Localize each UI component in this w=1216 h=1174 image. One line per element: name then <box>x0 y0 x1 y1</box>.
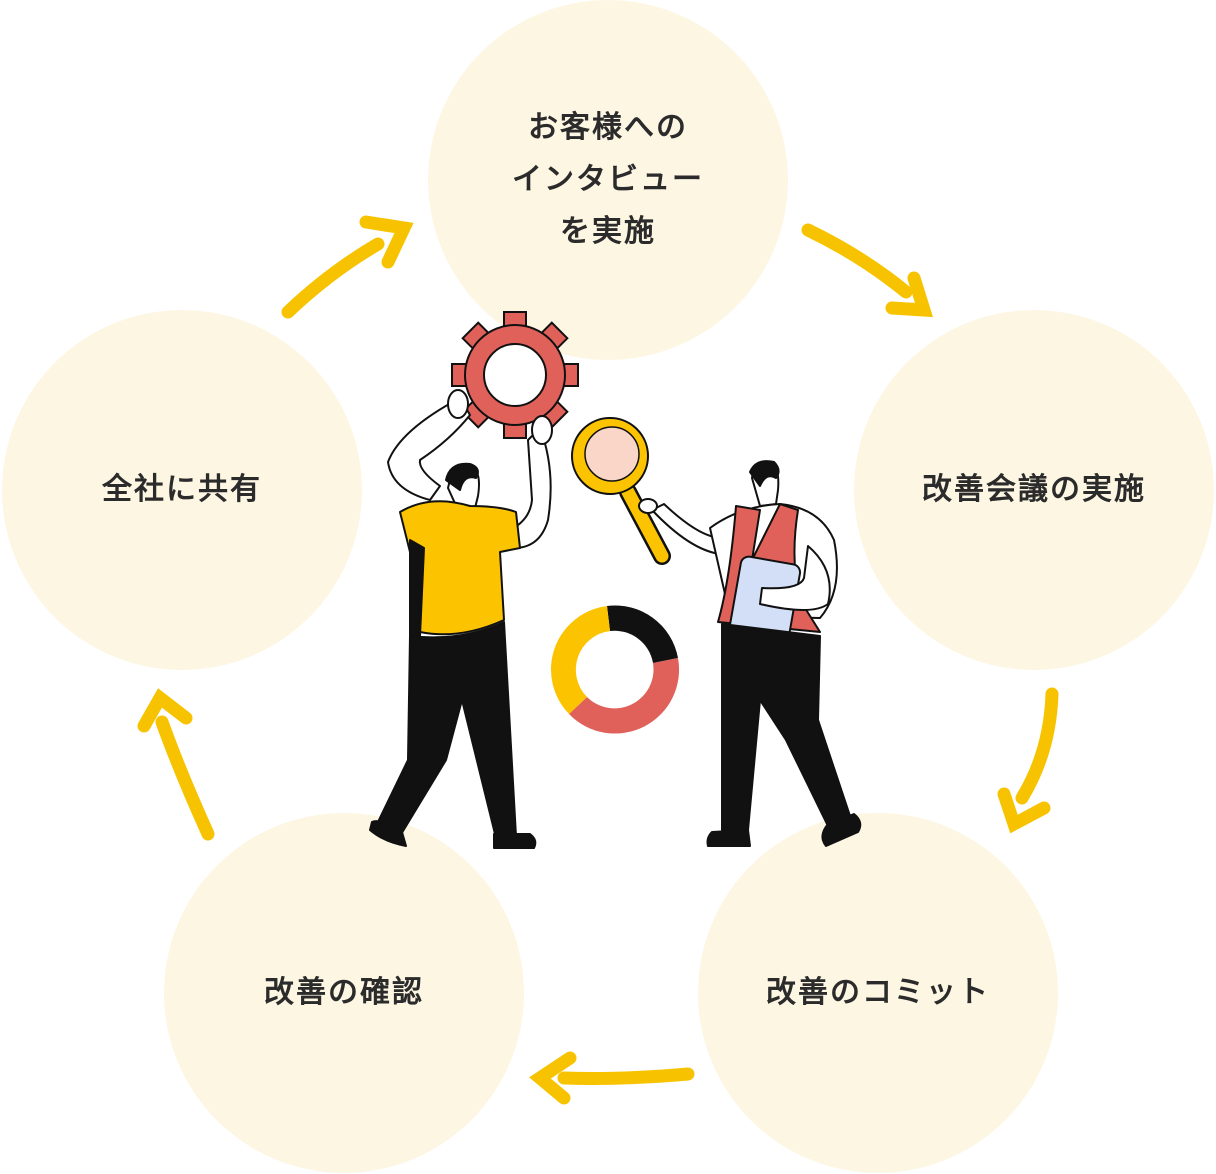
step-interview-label: お客様への インタビュー を実施 <box>512 102 704 258</box>
step-share-label: 全社に共有 <box>102 464 262 516</box>
step-confirm-line-1: 改善の確認 <box>264 975 424 1010</box>
arrow-meeting-to-commit <box>997 687 1059 834</box>
gear-icon <box>451 311 579 439</box>
arrow-interview-to-meeting <box>801 223 934 318</box>
step-confirm-label: 改善の確認 <box>264 967 424 1019</box>
step-meeting-label: 改善会議の実施 <box>922 464 1146 516</box>
step-share-circle: 全社に共有 <box>2 310 362 670</box>
person-right-illustration <box>638 460 862 847</box>
step-share-line-1: 全社に共有 <box>102 472 262 507</box>
step-commit-circle: 改善のコミット <box>698 813 1058 1173</box>
step-interview-circle: お客様への インタビュー を実施 <box>428 0 788 360</box>
step-interview-line-3: を実施 <box>560 214 656 249</box>
step-confirm-circle: 改善の確認 <box>164 813 524 1173</box>
step-interview-line-1: お客様への <box>528 110 688 145</box>
step-interview-line-2: インタビュー <box>512 162 704 197</box>
flow-arrows <box>137 215 1059 1105</box>
step-meeting-line-1: 改善会議の実施 <box>922 472 1146 507</box>
magnifier-icon <box>571 417 671 565</box>
step-commit-label: 改善のコミット <box>766 967 990 1019</box>
person-left-illustration <box>369 389 553 849</box>
arrow-confirm-to-share <box>137 688 215 841</box>
donut-chart-icon <box>550 605 680 734</box>
arrow-commit-to-confirm <box>529 1051 695 1105</box>
arrow-share-to-interview <box>281 215 414 319</box>
step-meeting-circle: 改善会議の実施 <box>854 310 1214 670</box>
step-commit-line-1: 改善のコミット <box>766 975 990 1010</box>
